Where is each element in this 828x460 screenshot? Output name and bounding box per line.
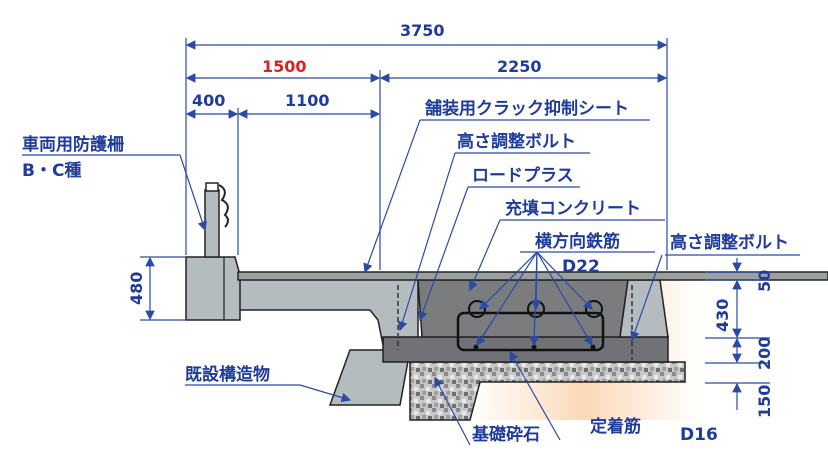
dim-block: 430	[713, 299, 732, 332]
label-anchor-rebar: 定着筋	[590, 416, 641, 437]
leader-lines	[22, 119, 800, 446]
label-anchor-rebar-size: D16	[680, 425, 718, 445]
label-road-plus: ロードプラス	[472, 165, 574, 186]
dim-right-span: 2250	[497, 57, 542, 76]
dim-gravel: 150	[755, 385, 774, 418]
label-existing-structure: 既設構造物	[185, 364, 270, 385]
right-wedge	[619, 279, 669, 338]
pavement	[237, 271, 828, 281]
road-plus-slab	[237, 274, 419, 346]
dim-base: 200	[755, 337, 774, 370]
label-guard-fence: 車両用防護柵	[22, 134, 124, 155]
label-transverse-rebar: 横方向鉄筋	[535, 231, 620, 252]
dim-pavement: 50	[755, 270, 774, 292]
dim-barrier-width: 400	[192, 91, 225, 110]
label-transverse-rebar-size: D22	[562, 257, 600, 277]
label-base-gravel: 基礎砕石	[471, 424, 540, 445]
label-fill-concrete: 充填コンクリート	[505, 198, 641, 219]
guard-fence-post	[204, 189, 220, 258]
label-crack-sheet: 舗装用クラック抑制シート	[424, 98, 629, 119]
dim-barrier-height: 480	[127, 272, 146, 305]
fill-concrete	[417, 279, 629, 338]
dim-slab-width: 1100	[285, 91, 330, 110]
lower-rebar-point	[590, 344, 596, 350]
base-gravel	[409, 361, 686, 421]
guard-fence-rail	[218, 184, 229, 228]
dimension-lines	[145, 40, 742, 410]
anchor-rebar	[456, 311, 605, 352]
label-height-bolt-right: 高さ調整ボルト	[670, 232, 789, 253]
lower-rebar-point	[531, 344, 537, 350]
barrier-block	[185, 256, 241, 321]
label-height-bolt-left: 高さ調整ボルト	[457, 131, 576, 152]
guard-fence-cap	[205, 182, 219, 192]
label-guard-fence-type: B・C種	[22, 160, 81, 181]
guard-fence	[204, 182, 229, 258]
lower-rebar-point	[473, 344, 479, 350]
dim-left-span: 1500	[262, 57, 307, 76]
dim-total: 3750	[400, 21, 445, 40]
